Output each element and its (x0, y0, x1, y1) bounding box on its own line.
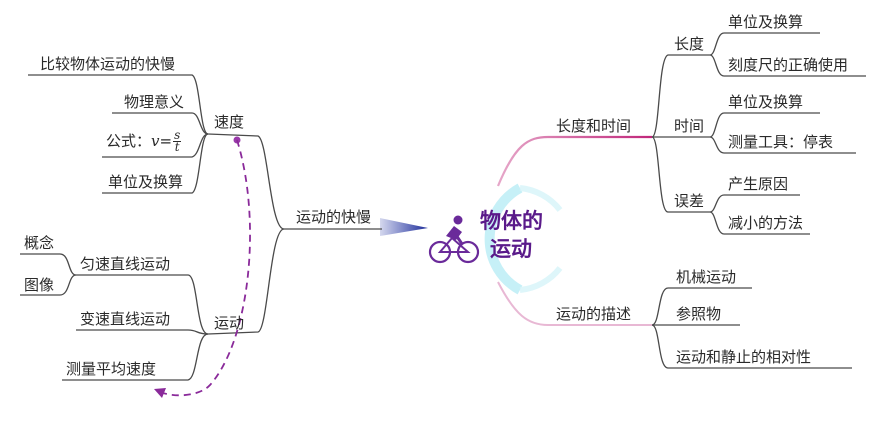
node-time-units: 单位及换算 (728, 93, 804, 111)
node-compare-speed: 比较物体运动的快慢 (40, 55, 176, 73)
node-error: 误差 (674, 192, 705, 210)
node-motion-description: 运动的描述 (556, 305, 632, 323)
node-ruler-usage: 刻度尺的正确使用 (728, 56, 849, 74)
node-speed-of-motion: 运动的快慢 (296, 208, 372, 226)
cyclist-icon (428, 215, 480, 264)
node-length-units: 单位及换算 (728, 13, 804, 31)
node-speed-units: 单位及换算 (108, 173, 184, 191)
node-physical-meaning: 物理意义 (124, 93, 185, 111)
node-mechanical-motion: 机械运动 (676, 268, 737, 286)
formula-numerator: s (173, 128, 182, 142)
right-connectors (496, 32, 866, 369)
node-length: 长度 (674, 35, 705, 53)
node-relativity: 运动和静止的相对性 (676, 348, 812, 366)
center-glow (484, 183, 563, 295)
node-error-causes: 产生原因 (728, 175, 789, 193)
formula-eq: = (159, 132, 173, 150)
node-motion: 运动 (214, 314, 245, 332)
center-title-line2: 运动 (490, 237, 532, 261)
center-title-line1: 物体的 (480, 209, 543, 233)
node-time: 时间 (674, 117, 705, 135)
node-length-and-time: 长度和时间 (556, 117, 632, 135)
formula-denominator: t (174, 140, 180, 154)
node-error-reduction: 减小的方法 (728, 214, 804, 232)
center-arrow (380, 218, 428, 236)
formula-prefix: 公式： (106, 132, 152, 150)
dashed-relation-arrow (154, 136, 251, 398)
node-measure-avg-speed: 测量平均速度 (66, 360, 157, 378)
node-variable-linear: 变速直线运动 (80, 310, 171, 328)
node-speed: 速度 (214, 113, 245, 131)
node-concept: 概念 (24, 234, 55, 252)
node-reference-object: 参照物 (676, 305, 722, 323)
left-connectors (20, 74, 382, 381)
formula-var: v (151, 132, 160, 150)
node-stopwatch: 测量工具：停表 (728, 133, 834, 151)
node-uniform-linear: 匀速直线运动 (80, 255, 171, 273)
node-graph: 图像 (24, 276, 55, 294)
